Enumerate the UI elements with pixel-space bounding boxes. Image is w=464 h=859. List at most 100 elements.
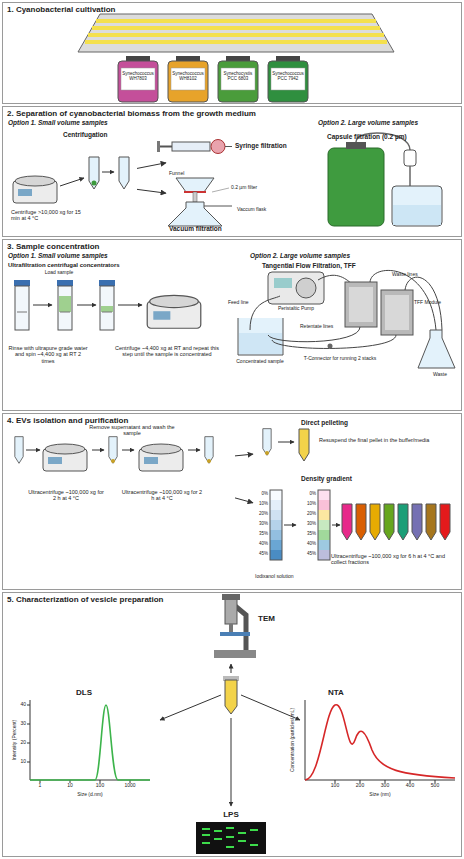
annotation-label: Synechococcus WH8102	[171, 71, 205, 81]
vacuum-filter	[212, 188, 229, 192]
tff-system	[250, 296, 280, 330]
gradient-tubes	[270, 530, 282, 540]
gradient-tubes	[342, 504, 352, 540]
annotation-label: Option 1. Small volume samples	[8, 119, 208, 126]
annotation-label: TEM	[258, 614, 288, 623]
annotation-label: 500	[425, 783, 445, 789]
gradient-tubes	[270, 490, 450, 560]
ultrafiltration-tubes	[17, 312, 27, 313]
ultrafiltration-tubes	[59, 296, 71, 312]
ultracentrifugation-sketch	[109, 437, 117, 464]
nta-chart	[305, 700, 455, 780]
annotation-label: NTA	[328, 688, 358, 697]
annotation-label: Option 2. Large volume samples	[318, 119, 458, 126]
pellet-tubes	[265, 451, 269, 455]
step-text: Capsule filtration (0.2 µm)	[327, 133, 455, 140]
tff-system	[385, 295, 409, 330]
gradient-tubes	[426, 504, 436, 540]
ultrafiltration-tubes	[14, 280, 201, 330]
step-text: Vacuum filtration	[169, 225, 249, 232]
annotation-label: 20%	[298, 511, 316, 516]
microscope-icon	[220, 632, 250, 636]
annotation-label: T-Connector for running 2 stacks	[300, 356, 380, 362]
ultracentrifugation-sketch	[26, 450, 40, 451]
annotation-label: 45%	[250, 551, 268, 556]
step-text: Ultracentrifuge ~100,000 xg for 6 h at 4…	[331, 553, 457, 566]
gradient-tubes	[398, 504, 408, 540]
annotation-label: 0%	[250, 491, 268, 496]
dls-chart	[27, 743, 30, 744]
capsule-filter	[393, 205, 441, 225]
gradient-tubes	[284, 525, 296, 526]
ultracentrifugation-sketch	[139, 444, 183, 471]
annotation-label: 1000	[120, 783, 140, 789]
annotation-label: Waste	[420, 372, 460, 378]
annotation-label: Peristaltic Pump	[268, 306, 324, 312]
centrifugation-sketch	[119, 157, 129, 189]
ultrafiltration-tubes	[58, 286, 72, 330]
ultrafiltration-tubes	[102, 312, 112, 313]
gradient-tubes	[332, 525, 340, 526]
step-text: Direct pelleting	[301, 419, 401, 426]
vesicle-tube	[160, 664, 300, 806]
panel-heading: 3. Sample concentration	[7, 242, 407, 251]
grow-lamp	[85, 40, 387, 44]
annotation-label: 20%	[250, 511, 268, 516]
lps-gel	[226, 827, 234, 829]
tff-system	[238, 318, 283, 355]
annotation-label: 10	[60, 783, 80, 789]
gradient-tubes	[270, 520, 282, 530]
gradient-tubes	[318, 490, 330, 500]
dls-chart	[30, 705, 150, 780]
step-text: Iodixanol solution	[255, 574, 325, 580]
annotation-label: 30%	[250, 521, 268, 526]
annotation-label: Intensity (Percent)	[12, 695, 18, 785]
gradient-tubes	[270, 500, 282, 510]
flow-arrow	[235, 454, 253, 456]
annotation-label: Centrifuge ~4,400 xg at RT and repeat th…	[112, 345, 222, 358]
lps-gel	[226, 846, 234, 848]
step-text: Funnel	[169, 171, 199, 177]
annotation-label: 30	[12, 721, 26, 727]
process-group: Syringe filtration	[166, 135, 296, 165]
gradient-tubes	[440, 504, 450, 540]
lps-gel	[196, 822, 266, 854]
dls-chart	[27, 762, 30, 763]
annotation-label: Size (nm)	[350, 792, 410, 798]
vesicle-tube	[225, 680, 237, 714]
step-panel: 4. EVs isolation and purificationRemove …	[2, 413, 462, 590]
microscope-icon	[222, 594, 240, 600]
step-text: 0.2 µm filter	[231, 185, 291, 191]
ultrafiltration-tubes	[118, 305, 142, 306]
centrifugation-sketch	[89, 157, 99, 189]
capsule-filter	[392, 186, 442, 226]
annotation-label: 35%	[250, 531, 268, 536]
syringe-filter	[225, 146, 232, 147]
annotation-label: Option 1. Small volume samples	[8, 252, 208, 259]
centrifugation-sketch	[102, 172, 114, 173]
culture-bottle	[168, 61, 208, 102]
annotation-label: 100	[325, 783, 345, 789]
tff-system	[268, 272, 324, 304]
gradient-tubes	[270, 540, 282, 550]
annotation-label: Waste lines	[392, 272, 442, 278]
annotation-label: Concentrated sample	[230, 359, 290, 365]
dls-chart	[27, 724, 30, 725]
annotation-label: DLS	[76, 688, 106, 697]
ultracentrifugation-sketch	[207, 459, 211, 463]
ultracentrifugation-sketch	[111, 459, 115, 463]
grow-lamp	[78, 14, 394, 52]
annotation-label: 10%	[250, 501, 268, 506]
culture-bottle	[218, 61, 258, 102]
tff-system	[349, 287, 373, 322]
capsule-filter	[328, 133, 442, 226]
tff-system	[268, 327, 360, 342]
lps-gel	[202, 834, 210, 836]
annotation-label: 400	[400, 783, 420, 789]
culture-bottle	[171, 68, 205, 90]
lps-gel	[226, 836, 234, 838]
step-text: Centrifuge >10,000 xg for 15 min at 4 °C	[11, 209, 81, 222]
lps-gel	[214, 838, 222, 840]
gradient-tubes	[318, 550, 330, 560]
